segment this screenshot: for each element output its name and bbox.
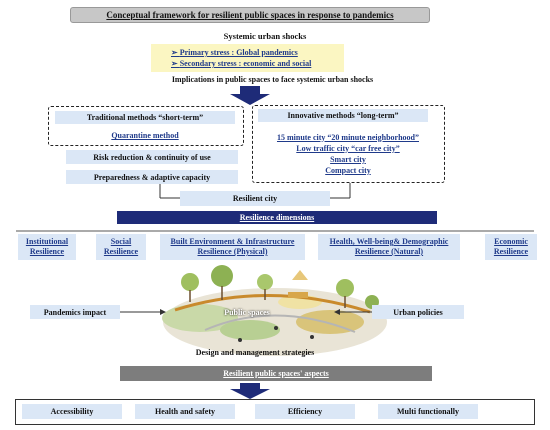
- design-strategies-label: Design and management strategies: [195, 347, 315, 357]
- aspect-health-safety: Health and safety: [135, 404, 235, 419]
- aspects-container: [15, 399, 535, 425]
- innovative-methods-title: Innovative methods “long-term”: [258, 109, 428, 122]
- down-arrow-icon: [230, 383, 270, 399]
- aspect-efficiency: Efficiency: [255, 404, 355, 419]
- public-spaces-label: Public spaces: [224, 307, 270, 317]
- urban-policies-box: Urban policies: [372, 305, 464, 319]
- resilient-city-box: Resilient city: [180, 191, 330, 206]
- innovation-item: Compact city: [325, 165, 371, 175]
- traditional-methods-box: [48, 106, 244, 146]
- primary-stress: ➢ Primary stress : Global pandemics: [171, 48, 298, 57]
- resilience-dimensions-bar: Resilience dimensions: [117, 211, 437, 224]
- innovation-item: Low traffic city “car free city”: [296, 143, 400, 153]
- down-arrow-icon: [230, 86, 270, 105]
- aspect-accessibility: Accessibility: [22, 404, 122, 419]
- secondary-stress: ➢ Secondary stress : economic and social: [171, 59, 312, 68]
- innovation-item: Smart city: [330, 154, 366, 164]
- pandemics-impact-box: Pandemics impact: [30, 305, 120, 319]
- stress-box: ➢ Primary stress : Global pandemics ➢ Se…: [151, 44, 344, 72]
- aspects-bar: Resilient public spaces' aspects: [120, 366, 432, 381]
- diagram-title: Conceptual framework for resilient publi…: [70, 7, 430, 23]
- traditional-methods-title: Traditional methods “short-term”: [55, 111, 235, 124]
- implications-label: Implications in public spaces to face sy…: [171, 75, 374, 84]
- quarantine-method: Quarantine method: [111, 131, 179, 140]
- innovation-item: 15 minute city “20 minute neighborhood”: [276, 132, 419, 142]
- preparedness-box: Preparedness & adaptive capacity: [66, 170, 238, 184]
- risk-reduction-box: Risk reduction & continuity of use: [66, 150, 238, 164]
- innovative-methods-box: [252, 105, 445, 183]
- systemic-shocks-label: Systemic urban shocks: [223, 30, 307, 41]
- aspect-multi-functionally: Multi functionally: [378, 404, 478, 419]
